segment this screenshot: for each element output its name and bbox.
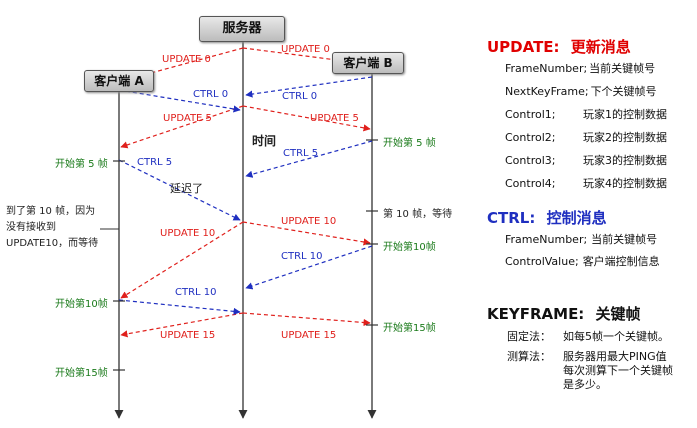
label-update-5-a: UPDATE 5 <box>163 113 212 124</box>
legend-field-desc: 服务器用最大PING值每次测算下一个关键帧是多少。 <box>563 350 673 391</box>
update-5-to-a <box>120 105 244 149</box>
b-start-frame-5: 开始第 5 帧 <box>383 138 436 149</box>
legend-field-name: 测算法： <box>507 350 551 363</box>
legend-field-desc: 玩家4的控制数据 <box>583 177 667 190</box>
label-update-10-b: UPDATE 10 <box>281 216 337 227</box>
legend-ctrl-title: CTRL: 控制消息 <box>487 207 607 228</box>
legend-field-desc: 客户端控制信息 <box>582 255 660 268</box>
legend-field-name: NextKeyFrame; <box>505 85 589 98</box>
legend-row: Control3; 玩家3的控制数据 <box>505 154 667 168</box>
ctrl-keyword: CTRL: <box>487 209 536 227</box>
ctrl-0-from-b <box>245 76 373 98</box>
keyframe-subtitle: 关键帧 <box>595 305 641 323</box>
update-10-to-a <box>120 221 244 299</box>
label-ctrl-5-a: CTRL 5 <box>137 157 173 168</box>
legend-field-desc: 玩家1的控制数据 <box>583 108 667 121</box>
label-update-15-a: UPDATE 15 <box>160 330 216 341</box>
label-time: 时间 <box>252 134 277 148</box>
legend-field-name: Control4; <box>505 177 556 190</box>
ctrl-subtitle: 控制消息 <box>546 209 607 227</box>
a-start-frame-5: 开始第 5 帧 <box>55 159 108 170</box>
legend-row: FrameNumber;当前关键帧号 <box>505 62 667 76</box>
ctrl-5-from-b <box>245 140 373 178</box>
client-b-node: 客户端 B <box>332 52 404 74</box>
legend-row: Control1; 玩家1的控制数据 <box>505 108 667 122</box>
legend-row: 固定法： 如每5帧一个关键帧。 <box>507 330 673 344</box>
legend-update-title: UPDATE: 更新消息 <box>487 36 631 57</box>
label-update-0-a: UPDATE 0 <box>162 54 211 65</box>
ctrl-10-from-a <box>118 299 241 315</box>
label-update-10-a: UPDATE 10 <box>160 228 216 239</box>
legend-field-desc: 下个关键帧号 <box>590 85 657 98</box>
a-start-frame-10: 开始第10帧 <box>55 299 108 310</box>
client-a-node: 客户端 A <box>84 70 154 92</box>
label-ctrl-0-b: CTRL 0 <box>282 91 318 102</box>
label-ctrl-10-a: CTRL 10 <box>175 287 217 298</box>
legend-ctrl-list: FrameNumber;当前关键帧号 ControlValue;客户端控制信息 <box>505 233 660 277</box>
legend-field-desc: 玩家2的控制数据 <box>583 131 667 144</box>
ctrl-10-from-b <box>245 245 373 290</box>
b-start-frame-15: 开始第15帧 <box>383 323 436 334</box>
update-keyword: UPDATE: <box>487 38 560 56</box>
ctrl-5-from-a <box>118 159 241 221</box>
legend-row: ControlValue;客户端控制信息 <box>505 255 660 269</box>
b-start-frame-10: 开始第10帧 <box>383 242 436 253</box>
label-ctrl-0-a: CTRL 0 <box>193 89 229 100</box>
legend-row: Control4; 玩家4的控制数据 <box>505 177 667 191</box>
legend-field-desc: 当前关键帧号 <box>591 233 658 246</box>
keyframe-keyword: KEYFRAME: <box>487 305 585 323</box>
legend-row: Control2; 玩家2的控制数据 <box>505 131 667 145</box>
legend-keyframe-title: KEYFRAME: 关键帧 <box>487 303 641 324</box>
update-5-to-b <box>242 105 371 132</box>
label-delayed: 延迟了 <box>170 182 203 195</box>
label-ctrl-5-b: CTRL 5 <box>283 148 319 159</box>
legend-field-desc: 玩家3的控制数据 <box>583 154 667 167</box>
legend-field-desc: 如每5帧一个关键帧。 <box>563 330 669 343</box>
label-update-5-b: UPDATE 5 <box>310 113 359 124</box>
legend-field-name: Control1; <box>505 108 556 121</box>
legend-field-name: 固定法： <box>507 330 551 343</box>
server-node: 服务器 <box>199 16 285 42</box>
legend-field-desc: 当前关键帧号 <box>589 62 656 75</box>
legend-field-name: FrameNumber; <box>505 62 588 75</box>
a-wait-note: 到了第 10 帧，因为没有接收到 UPDATE10，而等待 <box>6 206 99 249</box>
label-update-0-b: UPDATE 0 <box>281 44 330 55</box>
b-wait-frame-10: 第 10 帧，等待 <box>383 209 453 220</box>
legend-row: 测算法： 服务器用最大PING值每次测算下一个关键帧是多少。 <box>507 350 673 392</box>
label-update-15-b: UPDATE 15 <box>281 330 337 341</box>
legend-field-name: Control3; <box>505 154 556 167</box>
update-10-to-b <box>242 221 371 246</box>
legend-keyframe-list: 固定法： 如每5帧一个关键帧。测算法： 服务器用最大PING值每次测算下一个关键帧是… <box>507 330 673 398</box>
legend-row: NextKeyFrame;下个关键帧号 <box>505 85 667 99</box>
label-ctrl-10-b: CTRL 10 <box>281 251 323 262</box>
legend-field-name: ControlValue; <box>505 255 579 268</box>
legend-field-name: Control2; <box>505 131 556 144</box>
legend-field-name: FrameNumber; <box>505 233 588 246</box>
update-15-to-b <box>242 312 371 327</box>
update-subtitle: 更新消息 <box>570 38 631 56</box>
legend-row: FrameNumber;当前关键帧号 <box>505 233 660 247</box>
a-start-frame-15: 开始第15帧 <box>55 368 108 379</box>
